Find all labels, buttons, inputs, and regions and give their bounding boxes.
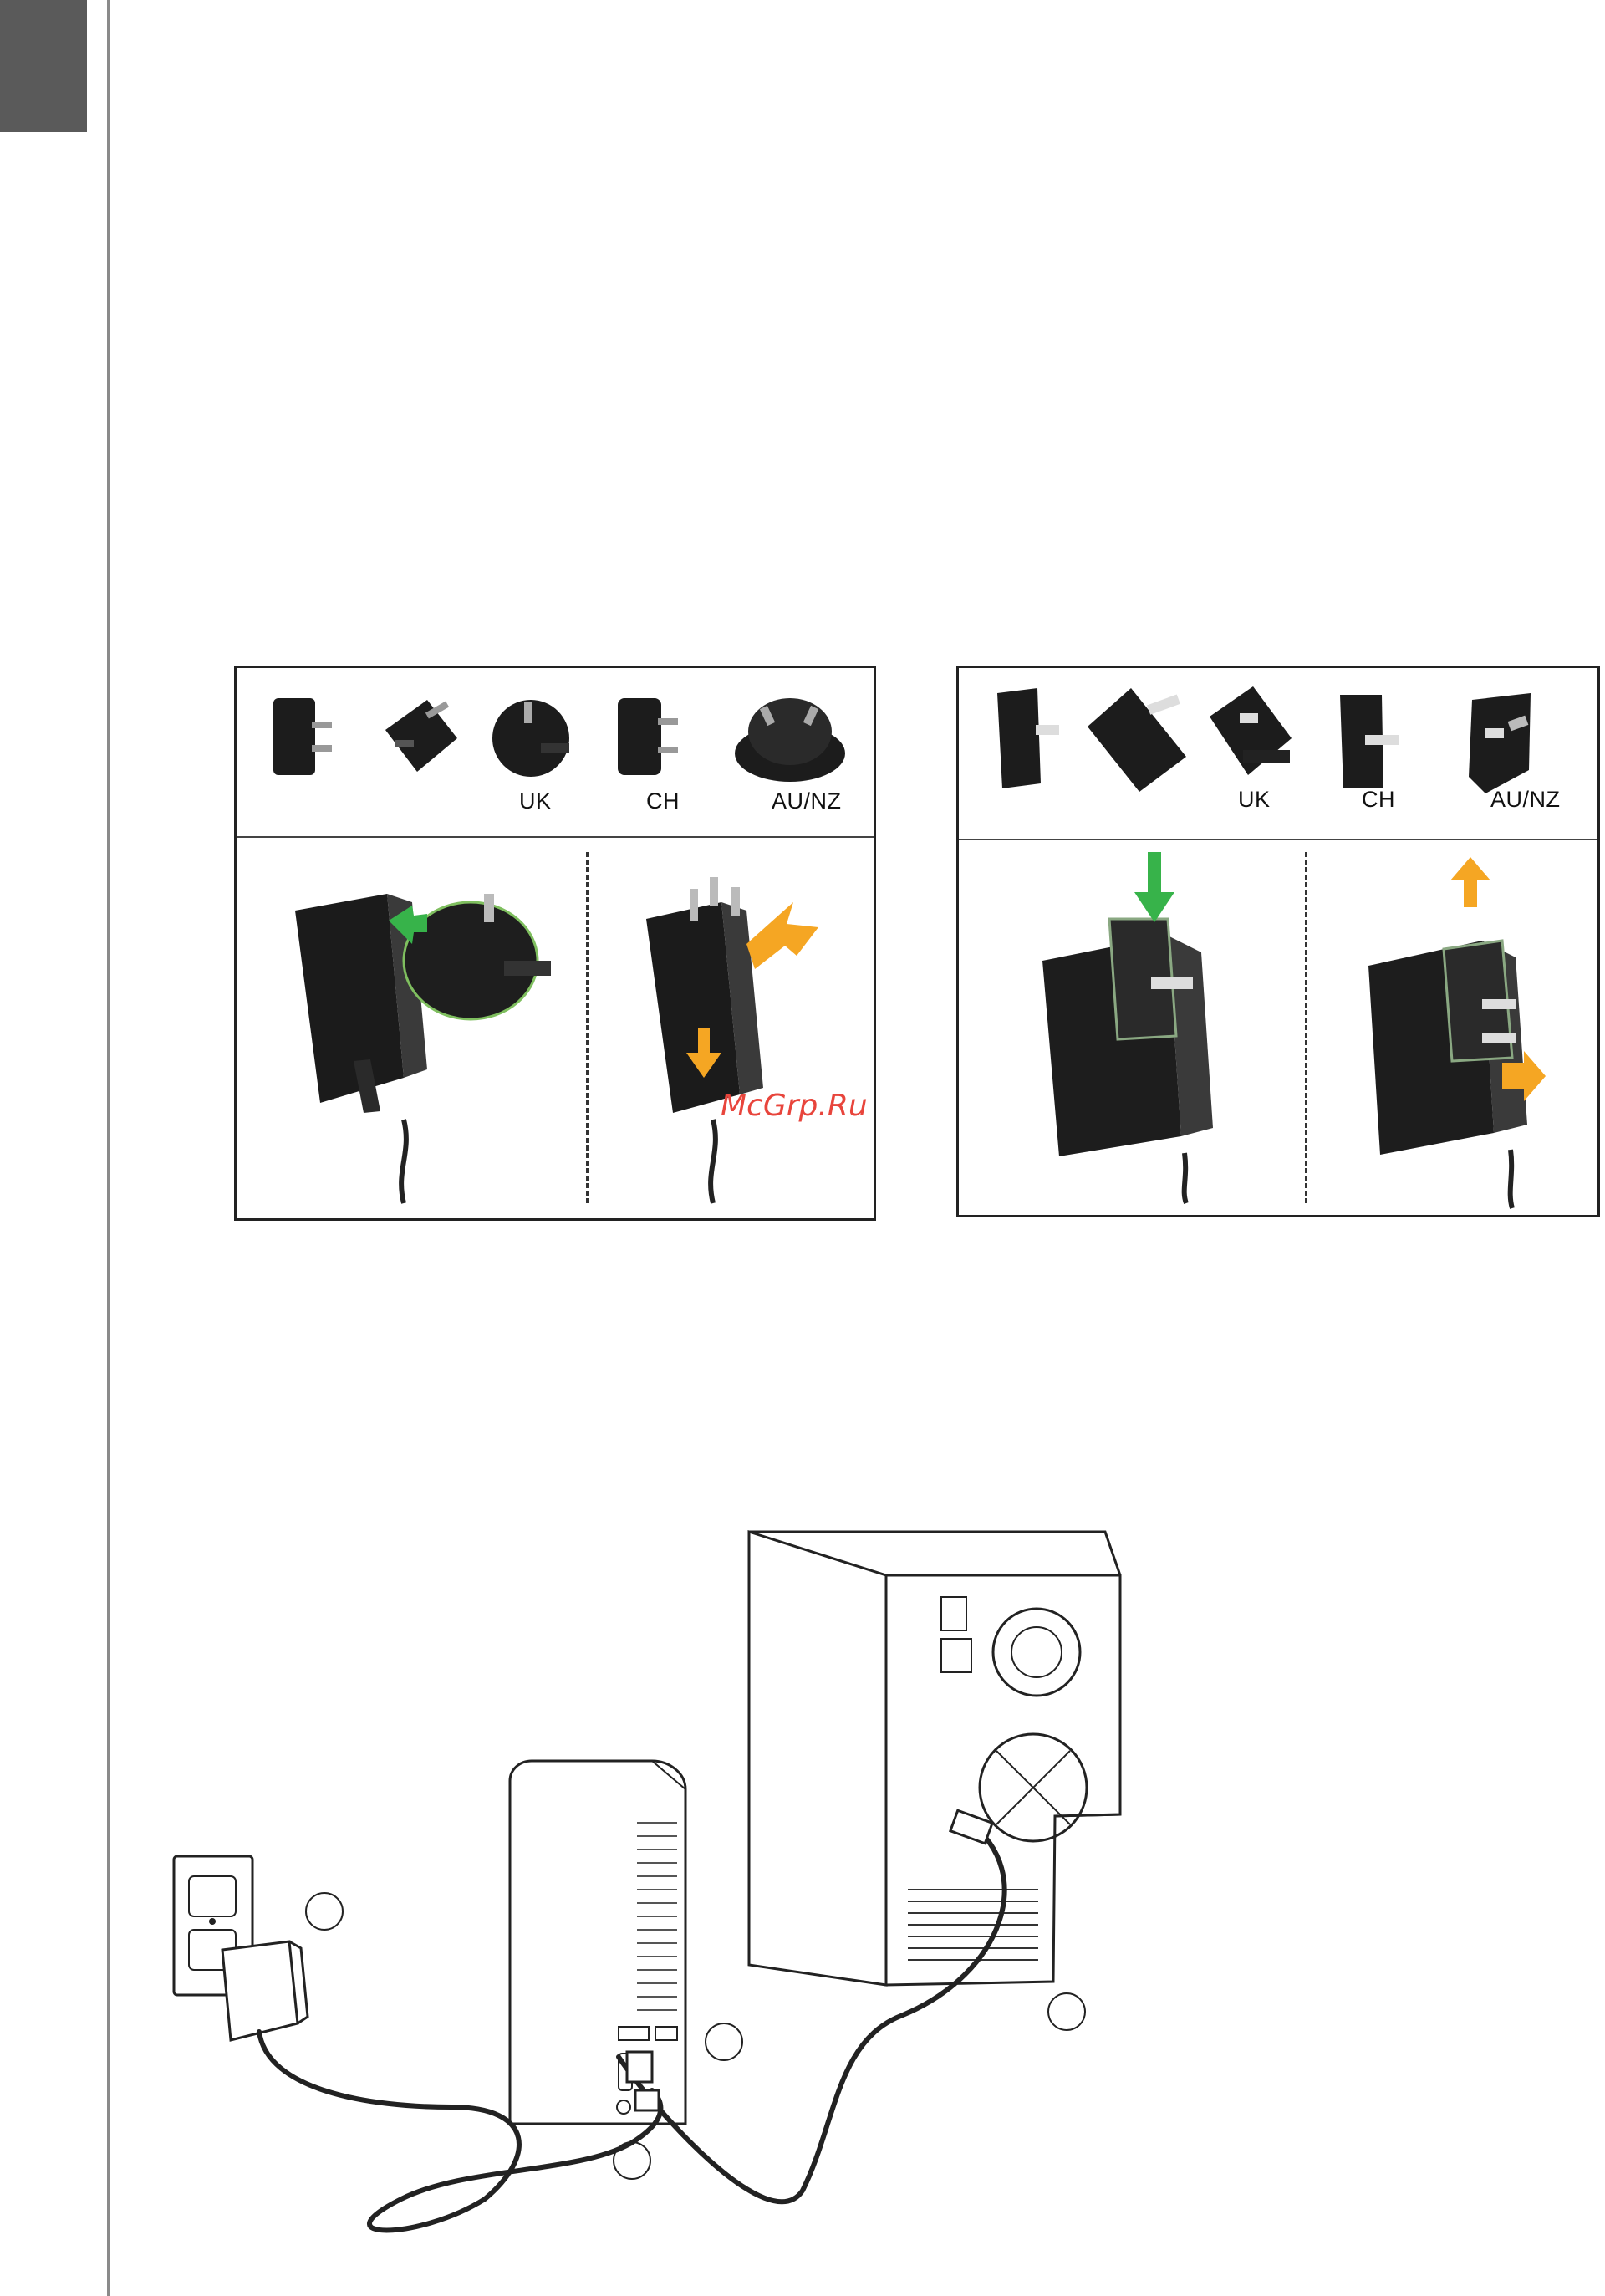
step-circle	[1048, 1993, 1085, 2030]
plug-label-au-nz: AU/NZ	[1490, 787, 1561, 813]
margin-rule	[107, 0, 110, 2296]
adapter-panel-left: UK CH AU/NZ	[234, 666, 876, 1221]
setup-diagram	[150, 1505, 1137, 2258]
eu-plug-icon	[1083, 680, 1200, 797]
watermark: McGrp.Ru	[721, 1089, 868, 1123]
dashed-separator	[586, 852, 588, 1203]
dashed-separator	[1305, 852, 1307, 1203]
plug-label-ch: CH	[646, 788, 680, 814]
uk-plug-icon	[1201, 680, 1302, 797]
adapter-panel-right: UK CH AU/NZ	[956, 666, 1600, 1217]
au-nz-plug-icon	[730, 690, 855, 790]
plug-label-uk: UK	[1238, 787, 1271, 813]
us-plug-icon	[268, 693, 335, 785]
adapter-lock-icon	[1360, 857, 1577, 1208]
ch-plug-icon	[614, 693, 690, 785]
power-adapter-icon	[222, 1941, 308, 2040]
plug-label-au-nz: AU/NZ	[772, 788, 842, 814]
step-circle	[306, 1893, 343, 1930]
ch-plug-icon	[1332, 685, 1424, 802]
step-circle	[706, 2023, 742, 2060]
plug-label-ch: CH	[1362, 787, 1395, 813]
plug-label-uk: UK	[519, 788, 552, 814]
uk-plug-icon	[487, 690, 579, 782]
adapter-lock-icon	[629, 869, 855, 1203]
us-plug-icon	[992, 685, 1076, 802]
external-drive-icon	[510, 1761, 685, 2124]
adapter-slide-on-icon	[287, 869, 571, 1203]
eu-plug-icon	[377, 691, 469, 783]
panel-divider	[959, 839, 1597, 840]
au-nz-plug-icon	[1460, 685, 1552, 802]
section-tab	[0, 0, 87, 132]
desktop-computer-icon	[749, 1532, 1120, 1985]
panel-divider	[237, 836, 874, 838]
adapter-slide-on-icon	[1034, 852, 1251, 1203]
